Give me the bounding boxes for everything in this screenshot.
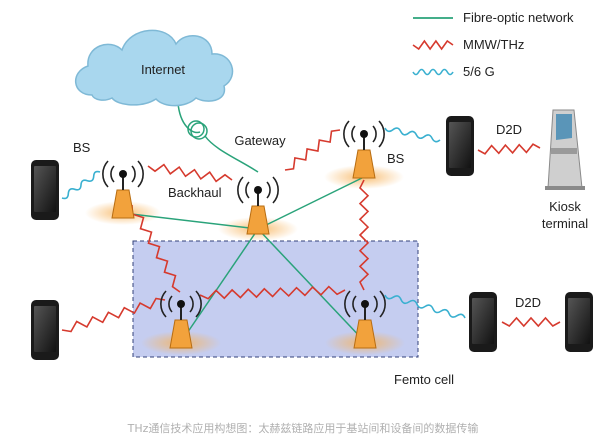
wifi-phone-bs-left (61, 170, 101, 200)
legend-wifi-swatch (412, 68, 454, 76)
mmw-gateway-bs-right (284, 129, 341, 171)
mmw-d2d-bottom (501, 316, 561, 328)
wifi-bs-right-phone (384, 127, 441, 143)
wifi-links (61, 127, 466, 319)
legend-fibre-label: Fibre-optic network (463, 10, 574, 25)
d2d-top-label: D2D (496, 122, 522, 137)
kiosk-terminal (545, 109, 585, 190)
mmw-phone-femto (61, 297, 166, 333)
mmw-bs-left-femto (131, 204, 181, 293)
kiosk-label-line2: terminal (542, 216, 588, 231)
gateway-label: Gateway (234, 133, 286, 148)
backhaul-label: Backhaul (168, 185, 222, 200)
phone-right-mid (469, 292, 497, 352)
mmw-bs-left-gateway (147, 163, 233, 183)
fibre-links (122, 102, 366, 343)
d2d-bottom-label: D2D (515, 295, 541, 310)
bs-left-label: BS (73, 140, 91, 155)
phone-left-bottom (31, 300, 59, 360)
phone-right-top (446, 116, 474, 176)
bs-right-label: BS (387, 151, 405, 166)
phone-left-top (31, 160, 59, 220)
internet-label: Internet (141, 62, 185, 77)
mmw-links (61, 129, 561, 333)
internet-cloud (75, 29, 234, 107)
mmw-femto-femto (199, 285, 346, 300)
legend-wifi-label: 5/6 G (463, 64, 495, 79)
femto-cell-label: Femto cell (394, 372, 454, 387)
mmw-d2d-top (477, 143, 541, 155)
legend-mmw-label: MMW/THz (463, 37, 524, 52)
wifi-femto-phone (384, 294, 466, 319)
kiosk-label-line1: Kiosk (549, 199, 581, 214)
legend-mmw-swatch (412, 39, 454, 51)
caption: THz通信技术应用构想图：太赫兹链路应用于基站间和设备间的数据传输 (127, 421, 479, 435)
mmw-bs-right-femto (358, 179, 370, 291)
phone-right-far (565, 292, 593, 352)
